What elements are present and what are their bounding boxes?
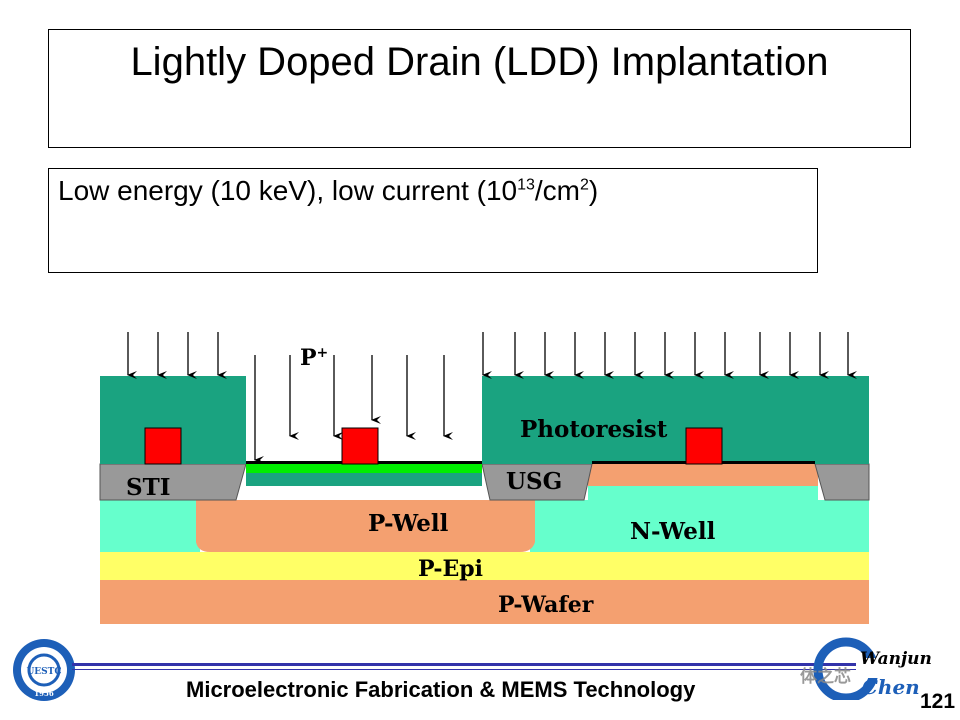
ion-label: P+	[300, 345, 328, 371]
wanjun-chen-logo: Wanjun Chen 半导体之芯	[800, 637, 932, 700]
usg-label: USG	[506, 468, 562, 495]
svg-text:Chen: Chen	[862, 675, 920, 699]
bullet-exp2: 2	[580, 176, 589, 194]
footer-line	[72, 663, 880, 666]
svg-text:半导体之芯: 半导体之芯	[800, 666, 851, 687]
p-epi-label: P-Epi	[418, 556, 483, 582]
p-wafer-layer	[100, 580, 869, 624]
p-wafer-label: P-Wafer	[498, 592, 594, 618]
svg-text:1956: 1956	[34, 689, 54, 698]
bullet-suffix: )	[588, 175, 599, 206]
p-well-region	[196, 500, 535, 552]
svg-text:UESTC: UESTC	[26, 667, 61, 677]
photoresist-right	[482, 376, 869, 464]
n-well-right	[530, 500, 869, 552]
gate-middle	[341, 427, 379, 465]
photoresist-label: Photoresist	[520, 416, 668, 443]
page-number: 121	[920, 690, 956, 713]
n-well-label: N-Well	[630, 518, 716, 545]
svg-text:Wanjun: Wanjun	[860, 649, 932, 669]
gate-right	[685, 427, 723, 465]
footer-line-thin	[72, 669, 880, 670]
ion-arrows	[127, 332, 857, 464]
sti-right	[814, 463, 870, 501]
bullet-text: Low energy (10 keV), low current (1013/c…	[58, 175, 598, 207]
gate-left	[144, 427, 182, 465]
ldd-cross-section-diagram: P+ Photoresist STI USG P-Well N-Well P-E…	[99, 332, 870, 624]
ldd-implant-surface	[246, 464, 482, 473]
sti-label: STI	[126, 474, 170, 501]
n-well-left	[100, 500, 200, 552]
p-epi-layer	[100, 552, 869, 580]
slide-title: Lightly Doped Drain (LDD) Implantation	[130, 40, 829, 84]
p-well-label: P-Well	[368, 510, 449, 537]
uestc-logo: UESTC 1956	[13, 639, 75, 701]
footer-text: Microelectronic Fabrication & MEMS Techn…	[186, 677, 696, 702]
n-well-upper	[588, 486, 818, 500]
bullet-box: Low energy (10 keV), low current (1013/c…	[48, 168, 818, 273]
bullet-mid: /cm	[534, 175, 581, 206]
n-well-surface	[588, 464, 818, 486]
title-box: Lightly Doped Drain (LDD) Implantation	[48, 29, 911, 148]
bullet-prefix: Low energy (10 keV), low current (10	[58, 175, 518, 206]
bullet-exp1: 13	[517, 176, 535, 194]
sti-left	[99, 463, 247, 501]
